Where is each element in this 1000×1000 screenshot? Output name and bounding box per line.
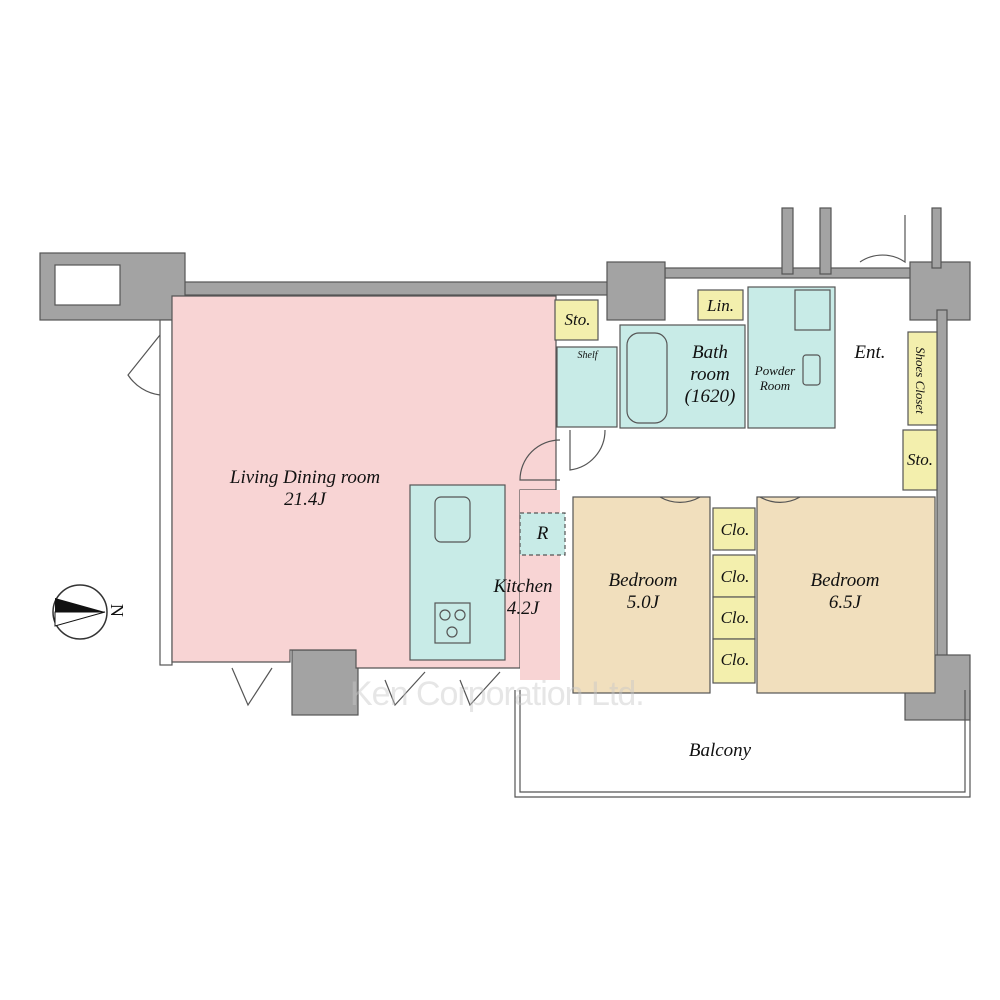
living-dining-size: 21.4J [284, 488, 326, 510]
closet-3 [712, 596, 756, 640]
pillar-top-mid [606, 261, 666, 321]
room-shelf [556, 346, 618, 428]
storage-entrance [902, 429, 938, 491]
bedroom-2-name: Bedroom [810, 570, 880, 591]
kitchen-name: Kitchen [493, 576, 553, 597]
wall-right [936, 309, 948, 661]
bedroom-2-size: 6.5J [828, 591, 862, 613]
closet-4 [712, 638, 756, 684]
refrigerator-space [519, 512, 566, 556]
wall-top-left [164, 281, 611, 296]
closet-label-3: Clo. [720, 608, 750, 627]
bath-label: Bath room (1620) [670, 342, 750, 408]
living-dining-label: Living Dining room 21.4J [205, 467, 405, 511]
balcony-outline [514, 690, 971, 798]
powder-room-label: Powder Room [745, 363, 805, 394]
compass-north-label: N [106, 603, 127, 617]
storage-entrance-label: Sto. [907, 450, 933, 469]
bedroom-1-name: Bedroom [608, 570, 678, 591]
entrance-label: Ent. [854, 342, 886, 363]
bedroom-2-label: Bedroom 6.5J [795, 570, 895, 614]
kitchen-label: Kitchen 4.2J [478, 576, 568, 620]
storage-top [554, 299, 599, 341]
closet-1 [712, 507, 756, 551]
balcony-label: Balcony [688, 740, 752, 761]
room-bedroom-2 [756, 496, 936, 694]
linen-label: Lin. [707, 296, 734, 315]
pillar-bottom-mid [291, 649, 359, 716]
shoes-closet-label: Shoes Closet [912, 346, 928, 414]
refrigerator-label: R [536, 523, 549, 544]
closet-label-4: Clo. [720, 650, 750, 669]
bath-line-2: room [690, 363, 730, 385]
kitchen-size: 4.2J [506, 597, 540, 619]
shoes-closet [907, 331, 938, 426]
shelf-label: Shelf [577, 350, 598, 361]
bath-line-1: Bath [692, 342, 728, 363]
linen-closet [697, 289, 744, 321]
bedroom-1-label: Bedroom 5.0J [593, 570, 693, 614]
storage-top-label: Sto. [564, 310, 591, 329]
powder-line-2: Room [759, 377, 791, 393]
north-compass [52, 584, 108, 640]
closet-2 [712, 554, 756, 598]
room-bedroom-1 [572, 496, 711, 694]
watermark: Ken Corporation Ltd. [350, 675, 645, 713]
living-dining-name: Living Dining room [229, 467, 381, 488]
closet-label-2: Clo. [720, 567, 750, 586]
bedroom-1-size: 5.0J [626, 591, 660, 613]
closet-label-1: Clo. [720, 520, 750, 539]
powder-line-1: Powder [754, 363, 796, 378]
bath-line-3: (1620) [684, 385, 736, 407]
